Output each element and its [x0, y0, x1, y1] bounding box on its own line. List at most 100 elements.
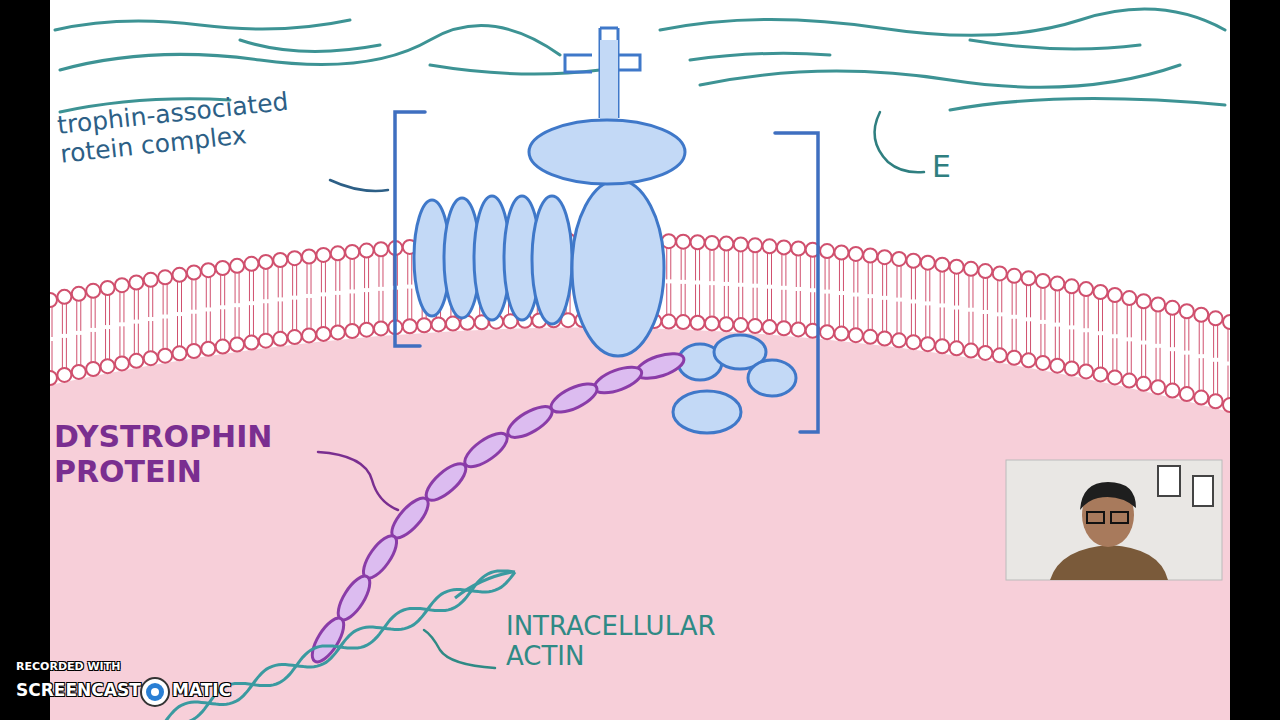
ecm-fiber: [690, 53, 830, 60]
lipid-tail: [868, 262, 872, 295]
lipid-head: [345, 324, 359, 338]
recorder-brand: SCREENCAST: [16, 681, 141, 701]
lipid-head: [403, 319, 417, 333]
logo-dot: [151, 688, 159, 696]
lipid-tail: [91, 332, 95, 363]
lipid-head: [144, 351, 158, 365]
lipid-head: [763, 239, 777, 253]
lipid-tail: [1156, 348, 1160, 381]
lipid-head: [662, 315, 676, 329]
bracket-right: [775, 133, 818, 432]
letterbox-bar: [0, 0, 50, 720]
lipid-head: [1065, 362, 1079, 376]
lipid-head: [86, 284, 100, 298]
lipid-tail: [278, 301, 282, 332]
lipid-tail: [221, 309, 225, 340]
lipid-head: [719, 317, 733, 331]
lipid-tail: [379, 291, 383, 323]
lipid-head: [216, 261, 230, 275]
lipid-tail: [839, 258, 843, 291]
logo-ring: [146, 683, 164, 701]
lipid-head: [316, 327, 330, 341]
lipid-tail: [811, 292, 815, 325]
lipid-head: [1209, 311, 1223, 325]
lipid-tail: [724, 286, 728, 318]
dystrophin-domain: [503, 401, 556, 444]
lipid-tail: [163, 319, 167, 350]
lipid-tail: [62, 303, 66, 334]
lipid-head: [892, 333, 906, 347]
lipid-head: [1036, 274, 1050, 288]
lipid-tail: [969, 312, 973, 345]
leader-line: [875, 112, 924, 172]
lipid-tail: [1142, 345, 1146, 378]
lipid-head: [158, 349, 172, 363]
lipid-tail: [293, 264, 297, 295]
lipid-tail: [149, 286, 153, 317]
lipid-head: [230, 259, 244, 273]
lipid-tail: [1127, 341, 1131, 374]
complex-bracket: [395, 112, 818, 432]
person-body: [1050, 545, 1168, 580]
dystrophin-domain: [591, 362, 645, 398]
lipid-head: [676, 315, 690, 329]
lipid-head: [906, 335, 920, 349]
lipid-tail: [307, 298, 311, 329]
lipid-head: [863, 249, 877, 263]
dystrophin-label: DYSTROPHIN PROTEIN: [54, 420, 294, 489]
lipid-tail: [1027, 284, 1031, 317]
lipid-tail: [1027, 321, 1031, 354]
lipid-head: [691, 235, 705, 249]
wall-picture: [1193, 476, 1213, 506]
lipid-tail: [1142, 307, 1146, 340]
lipid-head: [978, 346, 992, 360]
lipid-tail: [321, 296, 325, 327]
lipid-head: [302, 250, 316, 264]
lipid-head: [719, 237, 733, 251]
cytoplasm: [50, 328, 1230, 720]
ecm-fiber: [55, 20, 350, 30]
lipid-head: [201, 342, 215, 356]
ecm-fiber: [700, 65, 1180, 87]
lipid-head: [187, 344, 201, 358]
lipid-tail: [983, 277, 987, 310]
lipid-tail: [235, 307, 239, 338]
lipid-tail: [321, 261, 325, 292]
lipid-tail: [839, 295, 843, 328]
lipid-head: [360, 244, 374, 258]
lipid-head: [676, 235, 690, 249]
lipid-tail: [408, 253, 412, 285]
lipid-tail: [106, 329, 110, 360]
lipid-head: [1050, 359, 1064, 373]
actin-filament: [165, 571, 515, 720]
lipid-head: [101, 359, 115, 373]
lipid-tail: [264, 268, 268, 299]
lipid-tail: [1113, 301, 1117, 334]
lipid-tail: [1070, 329, 1074, 362]
sarcoglycan: [532, 196, 572, 324]
dystrophin-domain: [460, 427, 512, 472]
lipid-tail: [249, 305, 253, 336]
person-hair: [1080, 482, 1136, 510]
lipid-tail: [365, 257, 369, 289]
lipid-head: [791, 242, 805, 256]
lipid-head: [878, 332, 892, 346]
lipid-head: [691, 316, 705, 330]
lipid-head: [705, 316, 719, 330]
logo-ring: [141, 678, 169, 706]
lipid-tail: [667, 247, 671, 279]
lipid-head: [432, 317, 446, 331]
glasses: [1087, 512, 1104, 523]
glasses: [1111, 512, 1128, 523]
lipid-tail: [998, 279, 1002, 312]
lipid-tail: [192, 314, 196, 345]
lipid-tail: [1055, 327, 1059, 360]
lipid-tail: [350, 258, 354, 290]
lipid-tail: [955, 273, 959, 306]
lipid-tail: [696, 248, 700, 280]
lipid-head: [1093, 285, 1107, 299]
lipid-tail: [1098, 298, 1102, 331]
lipid-head: [734, 237, 748, 251]
lipid-tail: [221, 274, 225, 305]
lipid-head: [1180, 387, 1194, 401]
